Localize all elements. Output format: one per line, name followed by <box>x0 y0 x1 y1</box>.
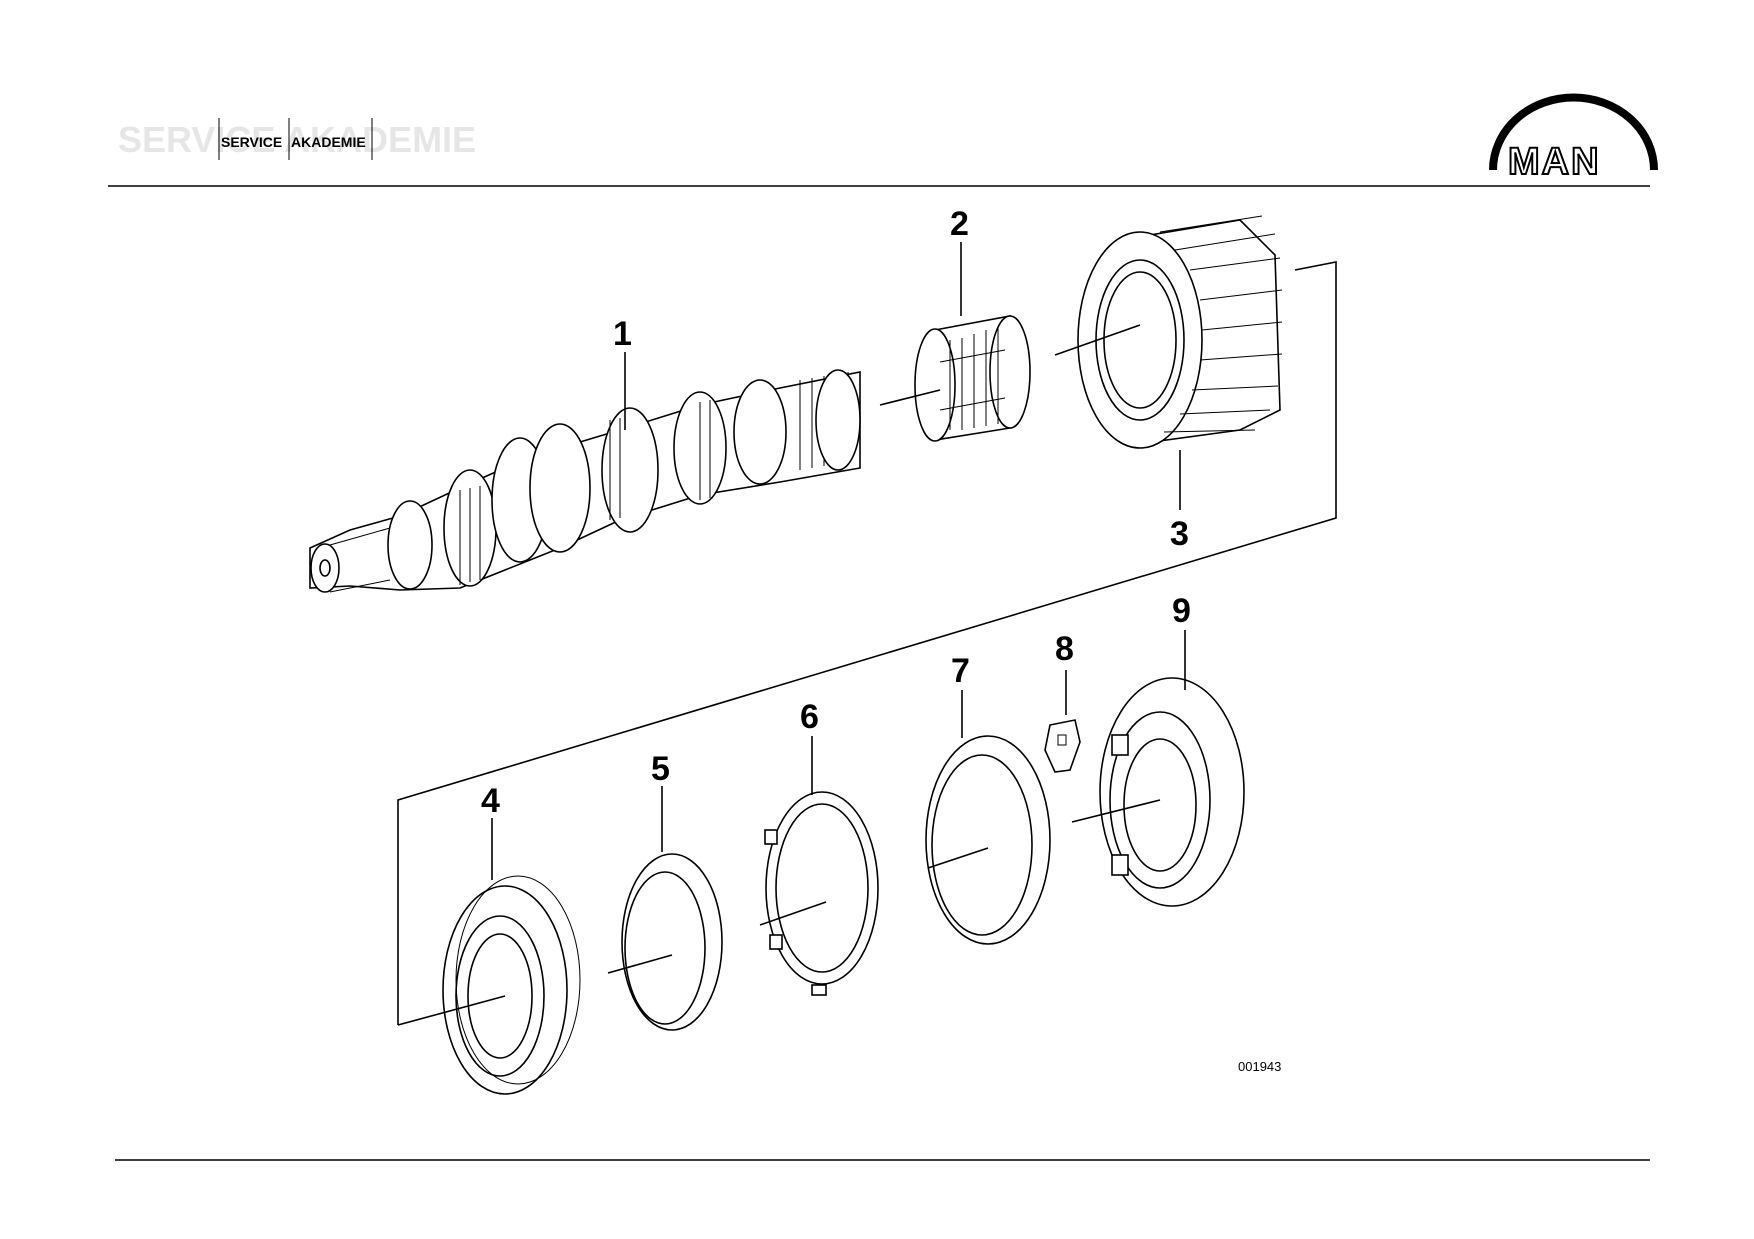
leader-lines <box>491 242 1186 880</box>
part-label-4: 4 <box>481 782 500 820</box>
header: SERVICE AKADEMIE SERVICE AKADEMIE MAN <box>108 93 1658 187</box>
part-label-9: 9 <box>1172 592 1191 630</box>
inner-ring <box>621 853 723 1031</box>
intermediate-ring <box>764 791 879 996</box>
service-label: SERVICE <box>221 134 282 150</box>
man-logo: MAN <box>1489 93 1658 184</box>
thrust-piece <box>1044 719 1081 773</box>
needle-bearing-cage <box>914 315 1031 442</box>
akademie-label: AKADEMIE <box>291 134 366 150</box>
assembly-lines <box>397 261 1337 1026</box>
part-label-3: 3 <box>1170 515 1189 553</box>
part-labels: 1 2 3 4 5 6 7 8 9 <box>481 205 1191 820</box>
shaft <box>309 369 861 593</box>
part-label-2: 2 <box>950 205 969 243</box>
drawing-number: 001943 <box>1238 1059 1281 1074</box>
logo-text: MAN <box>1508 141 1601 183</box>
part-label-7: 7 <box>951 652 970 690</box>
part-label-1: 1 <box>613 315 632 353</box>
part-label-8: 8 <box>1055 630 1074 668</box>
part-label-5: 5 <box>651 750 670 788</box>
synchro-ring <box>925 735 1051 945</box>
ghost-brand-text: SERVICE AKADEMIE <box>118 119 476 160</box>
part-label-6: 6 <box>800 698 819 736</box>
synchro-hub <box>1099 677 1245 907</box>
synchro-gear-ring <box>442 875 581 1095</box>
gear-wheel <box>1077 215 1283 449</box>
